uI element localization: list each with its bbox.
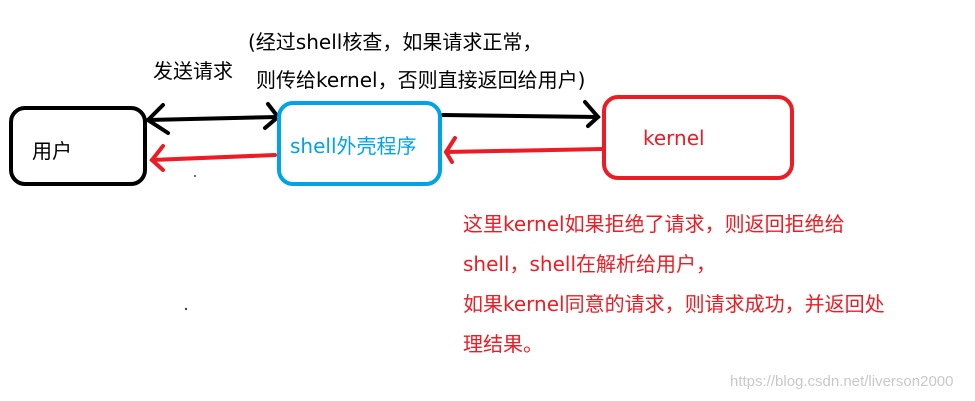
shell-node bbox=[277, 101, 442, 186]
shell-check-line2: 则传给kernel，否则直接返回给用户) bbox=[256, 68, 586, 92]
response-arrow-kernel-shell bbox=[443, 136, 605, 164]
request-arrow-user-shell bbox=[144, 102, 281, 135]
user-node bbox=[9, 106, 147, 186]
kernel-node bbox=[602, 95, 794, 180]
shell-node-label: shell外壳程序 bbox=[290, 134, 417, 158]
shell-check-line1: (经过shell核查，如果请求正常， bbox=[248, 30, 543, 54]
watermark: https://blog.csdn.net/liverson2000 bbox=[730, 373, 954, 390]
user-node-label: 用户 bbox=[32, 139, 72, 163]
annotation-line-2: shell，shell在解析给用户， bbox=[463, 252, 717, 276]
annotation-line-4: 理结果。 bbox=[463, 332, 543, 356]
response-arrow-shell-user bbox=[149, 144, 277, 172]
kernel-node-label: kernel bbox=[643, 126, 705, 150]
send-request-label: 发送请求 bbox=[153, 59, 233, 83]
annotation-line-3: 如果kernel同意的请求，则请求成功，并返回处 bbox=[463, 292, 885, 316]
request-arrow-shell-kernel bbox=[441, 100, 601, 128]
annotation-line-1: 这里kernel如果拒绝了请求，则返回拒绝给 bbox=[463, 212, 845, 236]
